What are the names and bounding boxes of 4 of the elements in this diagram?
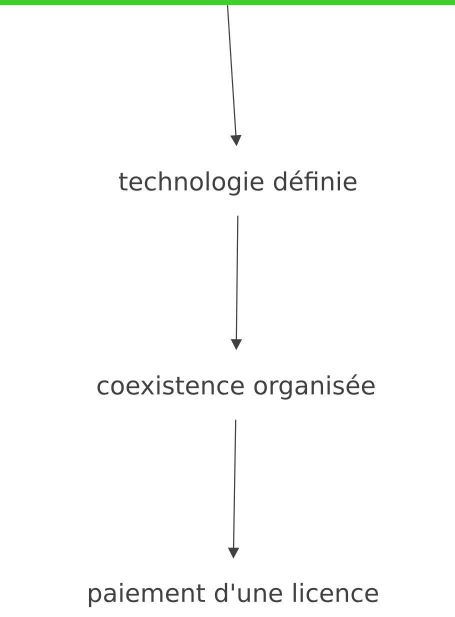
node-label: technologie définie xyxy=(118,170,356,196)
node-label: coexistence organisée xyxy=(98,374,375,400)
top-bar xyxy=(0,0,455,5)
node-label: paiement d'une licence xyxy=(88,582,378,608)
